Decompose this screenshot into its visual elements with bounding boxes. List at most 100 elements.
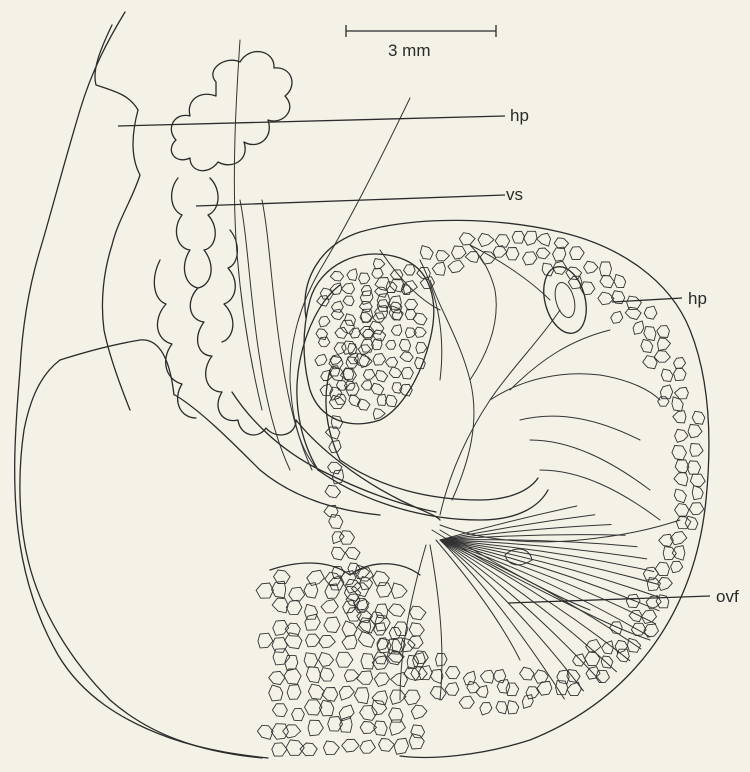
cell-blob bbox=[386, 357, 398, 367]
cell-blob bbox=[644, 624, 659, 637]
label-ovf: ovf bbox=[716, 587, 739, 606]
cell-blob bbox=[341, 283, 354, 294]
cell-blob bbox=[436, 653, 448, 666]
cell-blob bbox=[304, 653, 318, 668]
cell-blob bbox=[324, 617, 340, 633]
cell-blob bbox=[375, 287, 388, 297]
cell-blob bbox=[385, 395, 397, 407]
cell-blob bbox=[399, 339, 410, 351]
cell-blob bbox=[600, 262, 612, 276]
cell-blob bbox=[658, 397, 669, 407]
cell-blob bbox=[306, 634, 321, 647]
cell-blob bbox=[512, 231, 525, 243]
cell-blob bbox=[329, 395, 345, 408]
cell-blob bbox=[358, 632, 374, 648]
scale-bar bbox=[346, 25, 496, 37]
cell-blob bbox=[284, 669, 301, 684]
cell-blob bbox=[688, 424, 702, 437]
cell-blob bbox=[659, 534, 674, 546]
cell-blob bbox=[319, 635, 336, 648]
label-hp-top: hp bbox=[510, 106, 529, 125]
cell-blob bbox=[325, 584, 339, 599]
cell-blob bbox=[600, 275, 614, 288]
cell-blob bbox=[644, 327, 656, 341]
cell-blob bbox=[675, 504, 689, 517]
cell-blob bbox=[392, 583, 408, 599]
branching-tubules bbox=[380, 245, 680, 700]
cell-blob bbox=[372, 691, 388, 705]
cell-blob bbox=[690, 444, 703, 457]
cell-blob bbox=[394, 738, 409, 754]
cell-blob bbox=[655, 562, 669, 575]
cell-blob bbox=[331, 301, 343, 312]
cell-blob bbox=[596, 670, 610, 682]
cell-blob bbox=[463, 671, 475, 685]
lower-cell-cluster bbox=[256, 563, 427, 756]
cell-blob bbox=[343, 296, 354, 306]
cell-blob bbox=[330, 355, 342, 365]
cell-blob bbox=[289, 587, 305, 601]
cell-blob bbox=[361, 381, 372, 390]
cell-blob bbox=[689, 503, 704, 515]
cell-blob bbox=[405, 309, 416, 319]
cell-blob bbox=[359, 327, 374, 338]
cell-blob bbox=[345, 314, 356, 326]
cell-blob bbox=[319, 652, 334, 666]
cell-blob bbox=[360, 740, 376, 753]
cell-blob bbox=[690, 474, 705, 487]
cell-blob bbox=[321, 600, 338, 613]
cell-blob bbox=[358, 345, 371, 355]
cell-blob bbox=[661, 369, 673, 382]
cell-blob bbox=[269, 671, 285, 684]
cell-blob bbox=[389, 627, 401, 638]
cell-blob bbox=[507, 701, 518, 714]
cell-blob bbox=[320, 668, 334, 682]
cell-blob bbox=[411, 705, 427, 719]
cell-blob bbox=[670, 532, 686, 545]
cell-blob bbox=[496, 702, 507, 714]
cell-blob bbox=[584, 261, 598, 273]
cell-blob bbox=[391, 325, 402, 336]
cell-blob bbox=[627, 638, 640, 652]
cell-blob bbox=[332, 532, 344, 544]
cell-blob bbox=[400, 352, 413, 362]
cell-blob bbox=[272, 743, 287, 756]
cell-blob bbox=[615, 640, 628, 653]
cell-blob bbox=[336, 652, 353, 667]
cell-blob bbox=[573, 654, 586, 666]
cell-blob bbox=[374, 652, 387, 664]
cell-blob bbox=[476, 686, 488, 698]
cell-blob bbox=[372, 700, 387, 715]
cell-blob bbox=[325, 485, 340, 497]
cell-blob bbox=[347, 269, 357, 281]
cell-blob bbox=[340, 531, 355, 545]
cell-blob bbox=[315, 354, 327, 365]
cell-blob bbox=[430, 687, 446, 700]
cell-blob bbox=[286, 600, 302, 614]
cell-blob bbox=[359, 273, 370, 284]
cell-blob bbox=[305, 614, 321, 630]
cell-blob bbox=[372, 269, 383, 279]
cell-blob bbox=[349, 328, 360, 338]
cell-blob bbox=[340, 717, 352, 733]
cell-blob bbox=[416, 342, 427, 353]
cell-blob bbox=[272, 598, 288, 613]
cell-blob bbox=[644, 306, 657, 319]
cell-blob bbox=[506, 683, 519, 696]
cell-blob bbox=[524, 231, 538, 245]
cell-blob bbox=[436, 251, 450, 261]
cell-blob bbox=[685, 516, 698, 529]
cell-blob bbox=[692, 411, 705, 424]
label-vs: vs bbox=[506, 185, 523, 204]
cell-blob bbox=[493, 670, 506, 683]
cell-blob bbox=[405, 299, 418, 310]
cell-blob bbox=[344, 670, 359, 682]
cell-blob bbox=[331, 309, 344, 320]
cell-blob bbox=[346, 383, 360, 396]
cell-blob bbox=[292, 708, 305, 720]
cell-blob bbox=[674, 472, 688, 486]
cell-blob bbox=[328, 462, 342, 474]
cell-blob bbox=[256, 583, 273, 598]
cell-blob bbox=[614, 274, 626, 287]
cell-blob bbox=[452, 246, 467, 259]
